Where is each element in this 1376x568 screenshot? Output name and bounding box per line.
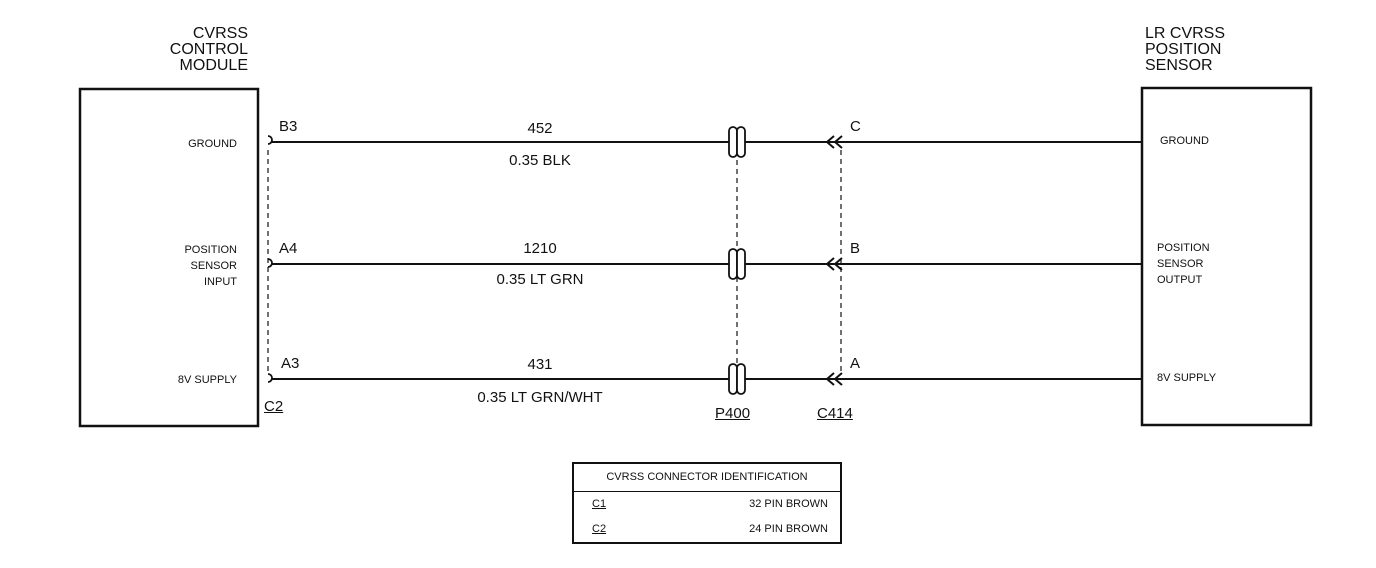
connector-name-p400: P400 <box>715 405 751 422</box>
wire-431 <box>267 373 1142 383</box>
right-module-box <box>1140 86 1313 427</box>
connector-name-c414: C414 <box>817 405 853 422</box>
wire-circuit-452: 452 <box>527 120 553 137</box>
right-title-line-3: SENSOR <box>1145 57 1213 74</box>
right-module-title: LR CVRSS POSITION SENSOR <box>1145 26 1285 74</box>
left-pin-label-position-sensor-input: POSITION SENSOR INPUT <box>184 244 237 288</box>
c414-connector-symbol <box>825 135 843 386</box>
right-title-line-1: LR CVRSS <box>1145 25 1226 42</box>
left-pin-label-ground: GROUND <box>188 138 237 150</box>
table-row: C1 32 PIN BROWN <box>574 492 840 517</box>
left-module-title: CVRSS CONTROL MODULE <box>120 26 248 74</box>
right-pin-letter-b: B <box>850 240 861 257</box>
right-pin-label-8v-supply: 8V SUPPLY <box>1157 372 1217 384</box>
left-title-line-1: CVRSS <box>192 25 248 42</box>
wire-spec-1210: 0.35 LT GRN <box>496 271 584 288</box>
table-row-connector: C1 <box>592 498 607 510</box>
wire-1210 <box>267 258 1142 268</box>
table-row: C2 24 PIN BROWN <box>574 517 840 542</box>
wire-spec-431: 0.35 LT GRN/WHT <box>477 389 603 406</box>
left-title-line-2: CONTROL <box>169 41 248 58</box>
table-row-description: 32 PIN BROWN <box>749 498 828 510</box>
right-pin-label-ground: GROUND <box>1160 135 1209 147</box>
left-pin-number-a4: A4 <box>279 240 298 257</box>
right-pin-label-position-sensor-output: POSITION SENSOR OUTPUT <box>1157 242 1210 286</box>
right-pin-letter-a: A <box>850 355 861 372</box>
left-title-line-3: MODULE <box>179 57 248 74</box>
connector-name-c2: C2 <box>264 398 284 415</box>
table-row-connector: C2 <box>592 523 607 535</box>
connector-table-header: CVRSS CONNECTOR IDENTIFICATION <box>574 464 840 492</box>
connector-identification-table: CVRSS CONNECTOR IDENTIFICATION C1 32 PIN… <box>572 462 842 544</box>
table-row-description: 24 PIN BROWN <box>749 523 828 535</box>
left-pin-label-8v-supply: 8V SUPPLY <box>177 374 237 386</box>
left-module-box <box>78 87 260 428</box>
wire-circuit-1210: 1210 <box>523 240 557 257</box>
wire-452 <box>267 135 1142 145</box>
left-pin-number-a3: A3 <box>281 355 300 372</box>
right-title-line-2: POSITION <box>1145 41 1222 58</box>
wire-circuit-431: 431 <box>527 356 553 373</box>
p400-connector-symbol <box>728 126 746 395</box>
left-pin-number-b3: B3 <box>279 118 298 135</box>
right-pin-letter-c: C <box>850 118 861 135</box>
wire-spec-452: 0.35 BLK <box>509 152 571 169</box>
